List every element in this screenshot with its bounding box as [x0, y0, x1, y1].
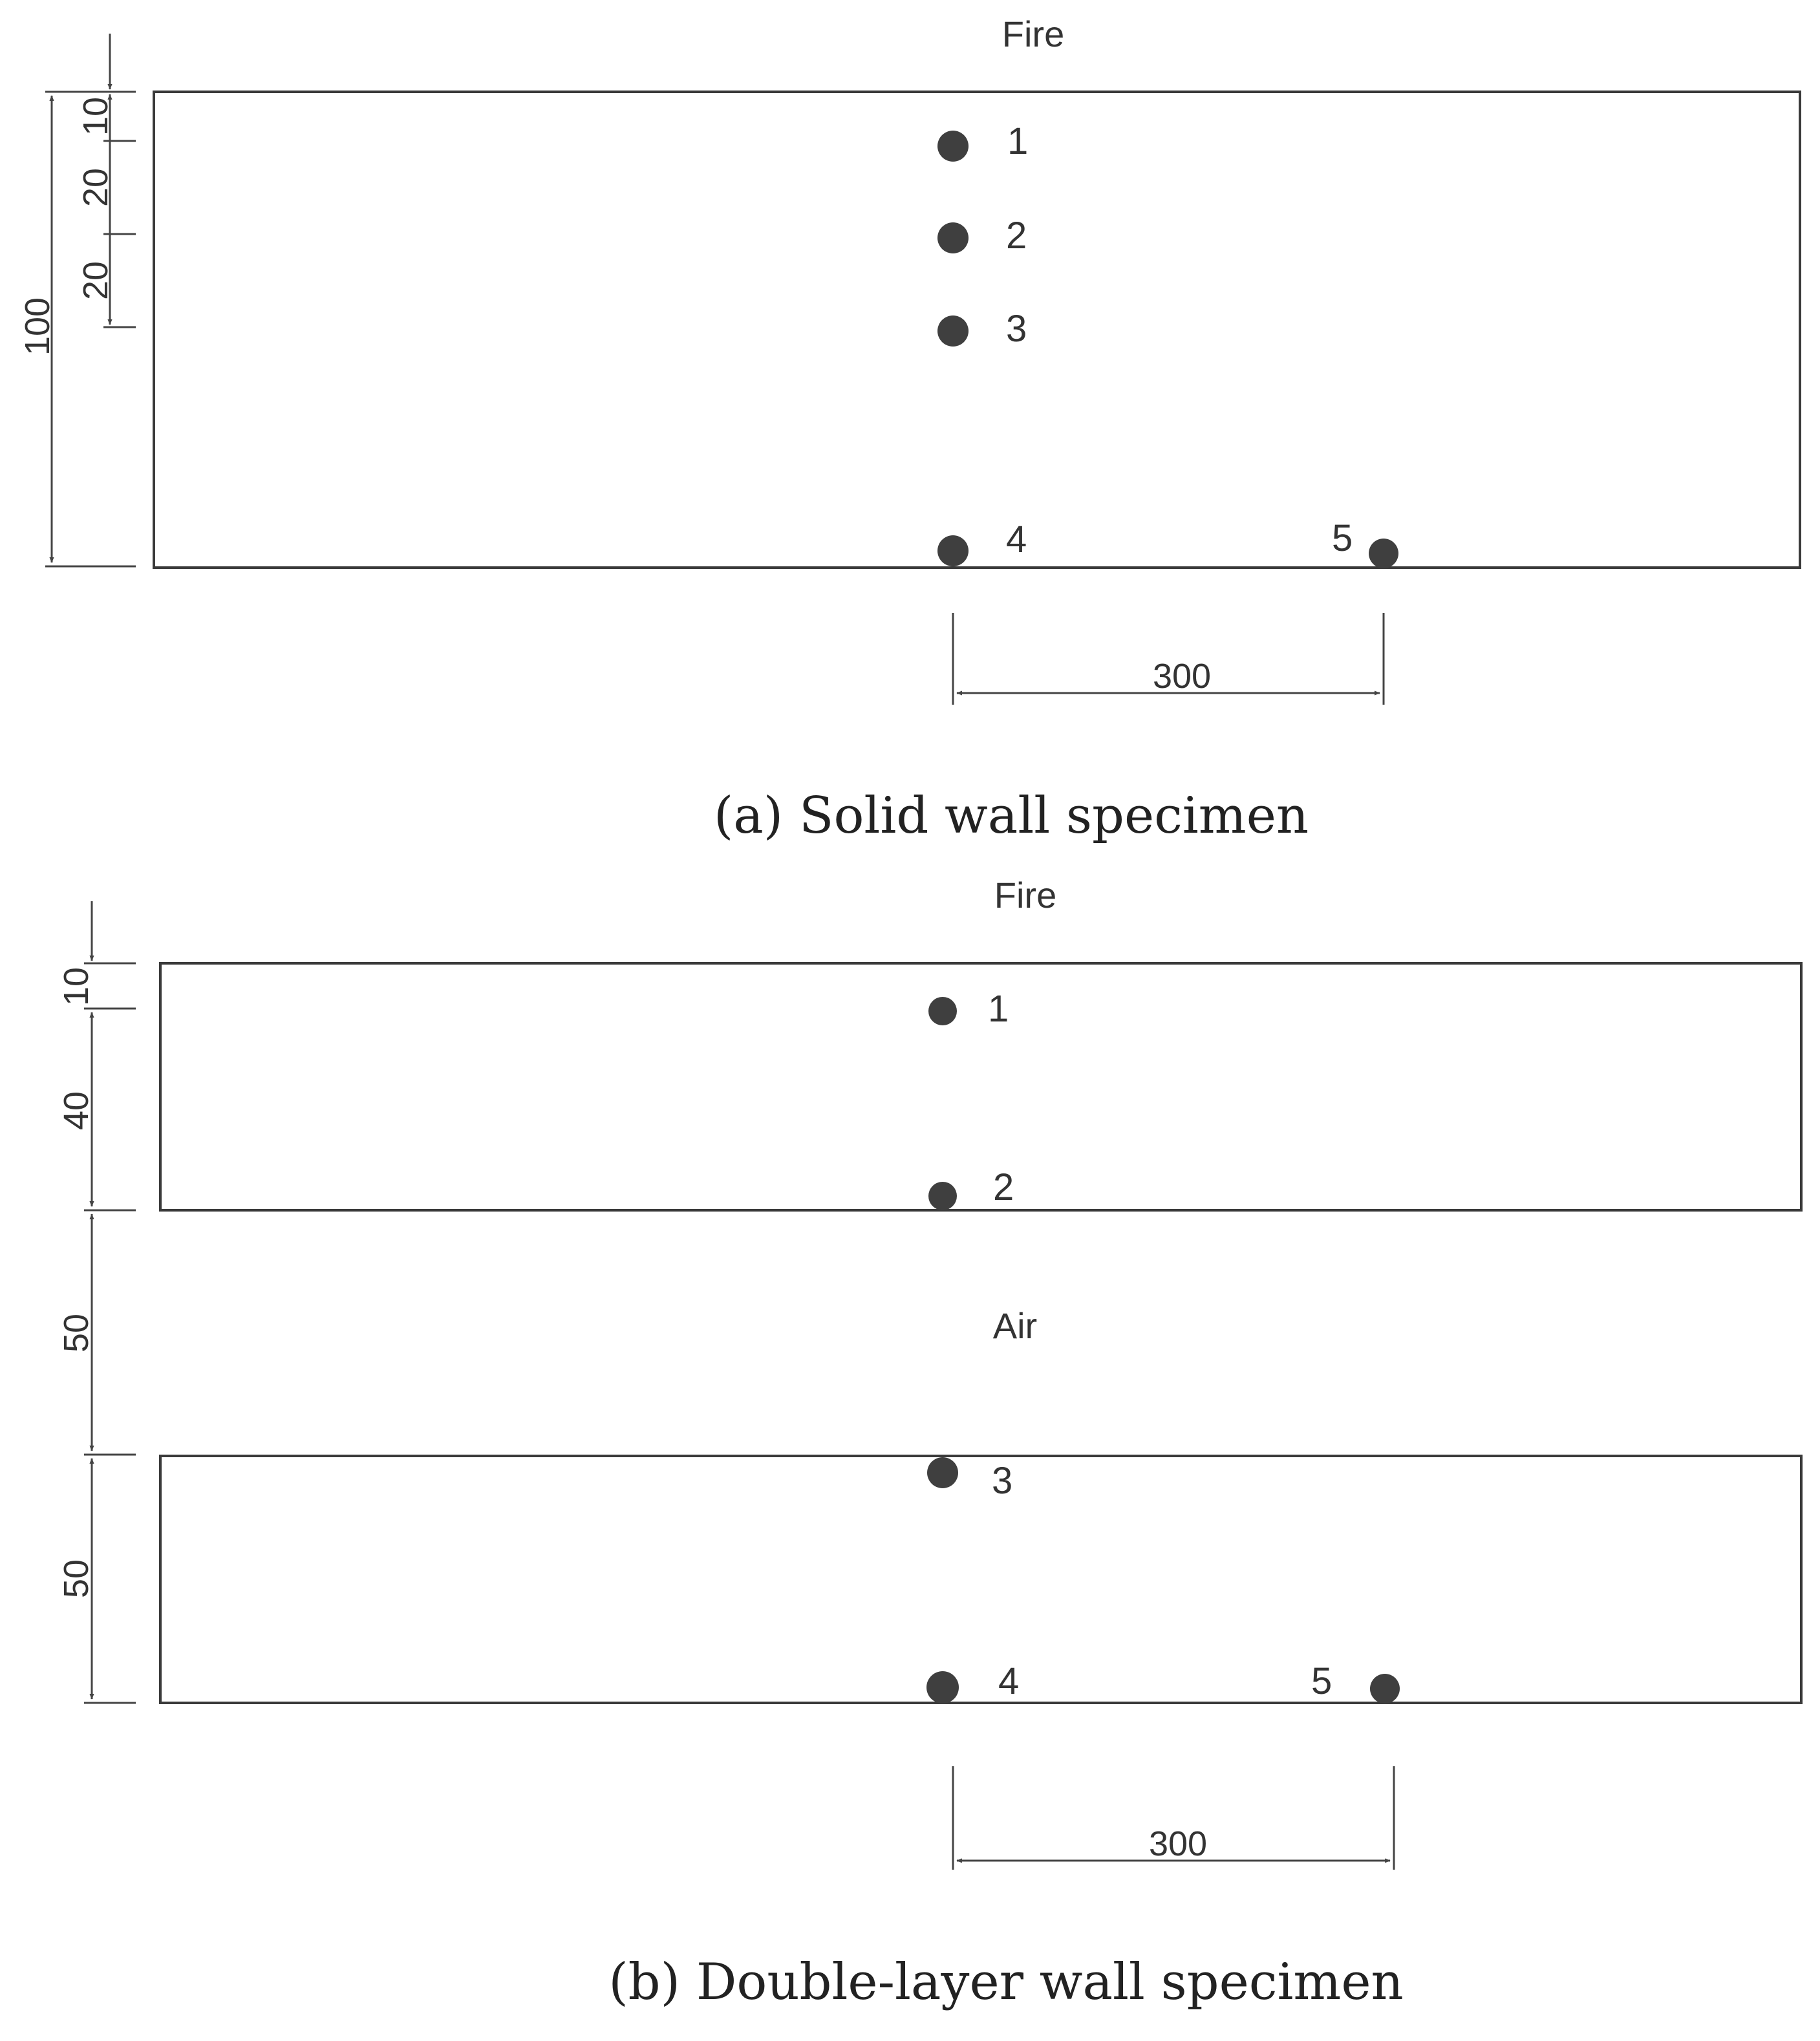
- dim-label-40: 40: [57, 1091, 96, 1130]
- fire-label-b: Fire: [994, 875, 1056, 915]
- dim-label-300b: 300: [1149, 1824, 1207, 1863]
- dim-label-50-lower: 50: [57, 1559, 96, 1598]
- figure-a-solid-wall: Fire 1 2 3 4 5 100 10 20 20 300 (a) Soli…: [18, 14, 1801, 845]
- point-label-5a: 5: [1332, 517, 1353, 559]
- solid-wall-rect: [153, 91, 1801, 569]
- lower-layer-rect: [159, 1455, 1803, 1704]
- caption-a: (a) Solid wall specimen: [714, 787, 1309, 845]
- point-label-2b: 2: [993, 1166, 1014, 1208]
- dim-label-50-air: 50: [57, 1314, 96, 1352]
- dim-label-300a: 300: [1153, 657, 1211, 696]
- caption-b: (b) Double-layer wall specimen: [608, 1953, 1404, 2011]
- point-label-4a: 4: [1006, 518, 1027, 561]
- thermocouple-point-1a: [937, 131, 969, 162]
- thermocouple-point-3b: [927, 1457, 958, 1488]
- figure-b-double-layer-wall: Fire Air 1 2 3 4 5 10 40 50 50 300 (: [57, 875, 1803, 2011]
- air-gap-label: Air: [993, 1305, 1037, 1346]
- thermocouple-point-1b: [928, 997, 957, 1025]
- dim-label-20a-second: 20: [76, 261, 115, 300]
- point-label-1a: 1: [1007, 120, 1028, 162]
- thermocouple-point-5b: [1370, 1674, 1400, 1704]
- point-label-5b: 5: [1311, 1660, 1332, 1702]
- dim-label-10a: 10: [76, 97, 115, 136]
- thermocouple-point-5a: [1369, 539, 1398, 568]
- thermocouple-point-2b: [928, 1182, 957, 1210]
- dim-label-10b: 10: [57, 967, 96, 1006]
- dim-label-100: 100: [18, 297, 57, 356]
- point-label-3b: 3: [992, 1460, 1012, 1502]
- upper-layer-rect: [159, 962, 1803, 1212]
- thermocouple-point-3a: [937, 315, 969, 347]
- point-label-2a: 2: [1006, 215, 1027, 257]
- thermocouple-point-2a: [937, 222, 969, 253]
- fire-label-a: Fire: [1002, 14, 1064, 54]
- thermocouple-point-4b: [926, 1671, 959, 1704]
- point-label-4b: 4: [998, 1660, 1019, 1702]
- dim-label-20a-first: 20: [76, 168, 115, 207]
- point-label-3a: 3: [1006, 308, 1027, 350]
- thermocouple-point-4a: [937, 535, 969, 566]
- point-label-1b: 1: [988, 988, 1009, 1030]
